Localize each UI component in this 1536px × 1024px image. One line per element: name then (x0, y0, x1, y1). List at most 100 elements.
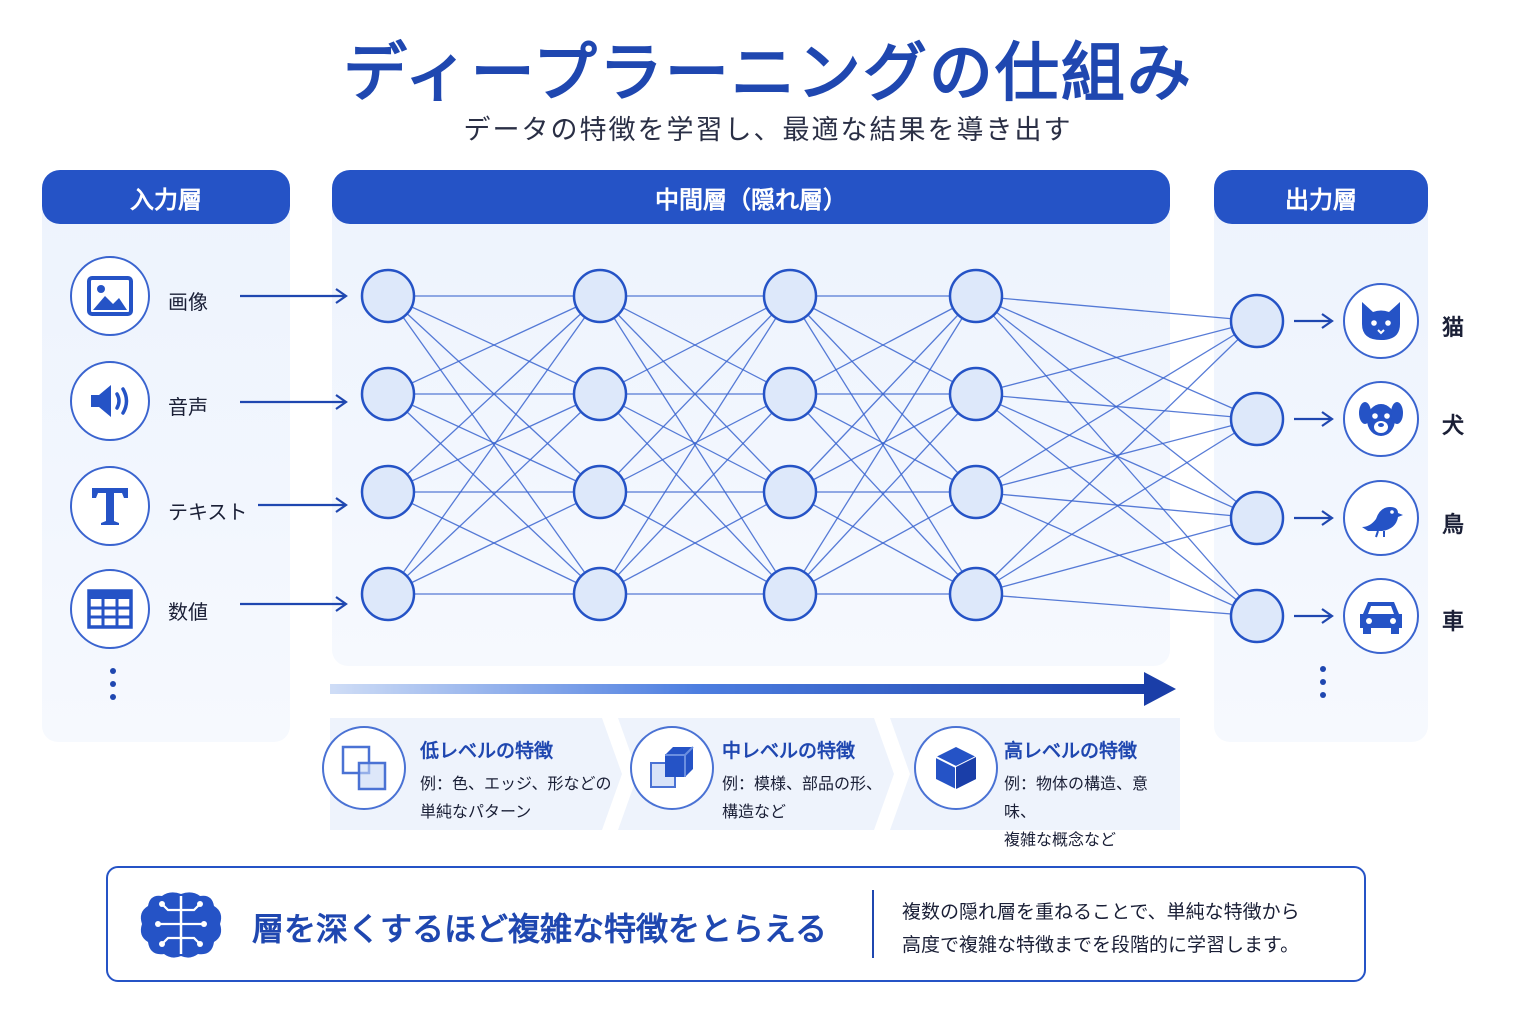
network-edge (975, 418, 1258, 493)
network-edge (599, 491, 791, 595)
input-layer-header: 入力層 (42, 170, 290, 224)
feature-desc-low: 例：色、エッジ、形などの 単純なパターン (420, 774, 612, 821)
image-icon (87, 276, 133, 316)
hidden-node (762, 366, 818, 422)
output-layer-header: 出力層 (1214, 170, 1428, 224)
network-edge (387, 491, 601, 595)
network-edge (789, 393, 977, 595)
flow-arrow (330, 672, 1176, 706)
hidden-node (360, 566, 416, 622)
network-edge (789, 295, 977, 395)
output-more-dots (1320, 666, 1326, 705)
input-more-dots (110, 668, 116, 707)
network-edge (387, 295, 601, 493)
input-item-number (70, 569, 150, 649)
dog-icon (1359, 402, 1403, 436)
car-icon (1360, 602, 1402, 634)
output-node (1229, 588, 1285, 644)
output-label-cat: 猫 (1442, 316, 1465, 341)
input-label-audio: 音声 (168, 395, 208, 419)
text-icon (92, 488, 128, 525)
network-edge (789, 295, 977, 595)
output-label-car: 車 (1442, 610, 1465, 635)
hidden-node (948, 566, 1004, 622)
hidden-node (948, 464, 1004, 520)
feature-card-mid: 中レベルの特徴 例：模様、部品の形、 構造など (630, 718, 900, 830)
cat-icon (1362, 302, 1400, 340)
feature-icon-high (914, 726, 998, 810)
network-edge (975, 491, 1258, 519)
network-edge (975, 593, 1258, 617)
output-arrow (1294, 411, 1334, 427)
network-edge (599, 393, 791, 493)
network-edge (975, 418, 1258, 595)
input-item-audio (70, 361, 150, 441)
input-item-text (70, 466, 150, 546)
hidden-node (572, 268, 628, 324)
hidden-node (572, 366, 628, 422)
bird-icon (1362, 507, 1403, 538)
summary-headline: 層を深くするほど複雑な特徴をとらえる (252, 910, 828, 948)
hidden-layer-header: 中間層（隠れ層） (332, 170, 1170, 224)
feature-card-bg-low (330, 718, 622, 830)
feature-card-high: 高レベルの特徴 例：物体の構造、意味、 複雑な概念など (914, 718, 1176, 849)
hidden-node (572, 464, 628, 520)
output-arrow (1294, 510, 1334, 526)
speaker-icon (91, 385, 129, 417)
feature-title-mid: 中レベルの特徴 (722, 740, 856, 762)
output-item-bird (1343, 480, 1419, 556)
feature-title-low: 低レベルの特徴 (420, 740, 554, 762)
network-edge (387, 393, 601, 595)
input-arrow (240, 394, 348, 410)
hidden-node (762, 566, 818, 622)
network-edge (789, 393, 977, 493)
input-arrow (240, 288, 348, 304)
summary-divider (872, 890, 874, 958)
brain-circuit-icon (140, 892, 222, 958)
hidden-node (360, 464, 416, 520)
overlapping-squares-icon (341, 745, 387, 791)
network-edge (789, 491, 977, 595)
network-edge (789, 295, 977, 493)
output-node (1229, 391, 1285, 447)
feature-desc-mid: 例：模様、部品の形、 構造など (722, 774, 883, 821)
page-title: ディープラーニングの仕組み (343, 37, 1193, 111)
feature-card-low: 低レベルの特徴 例：色、エッジ、形などの 単純なパターン (322, 718, 612, 830)
feature-title-high: 高レベルの特徴 (1004, 740, 1138, 762)
network-edge (387, 295, 601, 395)
output-item-cat (1343, 283, 1419, 359)
feature-icon-mid (630, 726, 714, 810)
hidden-node (360, 366, 416, 422)
output-item-car (1343, 578, 1419, 654)
input-label-text: テキスト (168, 500, 248, 524)
table-icon (87, 589, 133, 629)
hidden-node (762, 464, 818, 520)
input-arrow (240, 596, 348, 612)
feature-desc-high: 例：物体の構造、意味、 複雑な概念など (1004, 774, 1149, 849)
output-label-bird: 鳥 (1442, 513, 1465, 538)
summary-description: 複数の隠れ層を重ねることで、単純な特徴から 高度で複雑な特徴までを段階的に学習し… (902, 901, 1300, 956)
output-item-dog (1343, 381, 1419, 457)
output-node (1229, 293, 1285, 349)
page-subtitle: データの特徴を学習し、最適な結果を導き出す (463, 115, 1073, 146)
hidden-node (572, 566, 628, 622)
input-arrow (258, 497, 348, 513)
hidden-node (948, 366, 1004, 422)
neural-network-diagram (240, 268, 1334, 644)
feature-icon-low (322, 726, 406, 810)
output-node (1229, 490, 1285, 546)
network-edge (975, 517, 1258, 595)
network-edge (975, 295, 1258, 322)
network-edge (599, 295, 791, 395)
output-arrow (1294, 313, 1334, 329)
network-edge (975, 320, 1258, 395)
network-edge (387, 295, 601, 595)
cube-icon (935, 747, 977, 789)
network-edge (599, 295, 791, 595)
network-edge (599, 295, 791, 493)
network-edge (599, 393, 791, 595)
network-edge (975, 491, 1258, 617)
summary-box: 層を深くするほど複雑な特徴をとらえる 複数の隠れ層を重ねることで、単純な特徴から… (106, 866, 1366, 982)
output-label-dog: 犬 (1442, 414, 1465, 439)
output-arrow (1294, 608, 1334, 624)
